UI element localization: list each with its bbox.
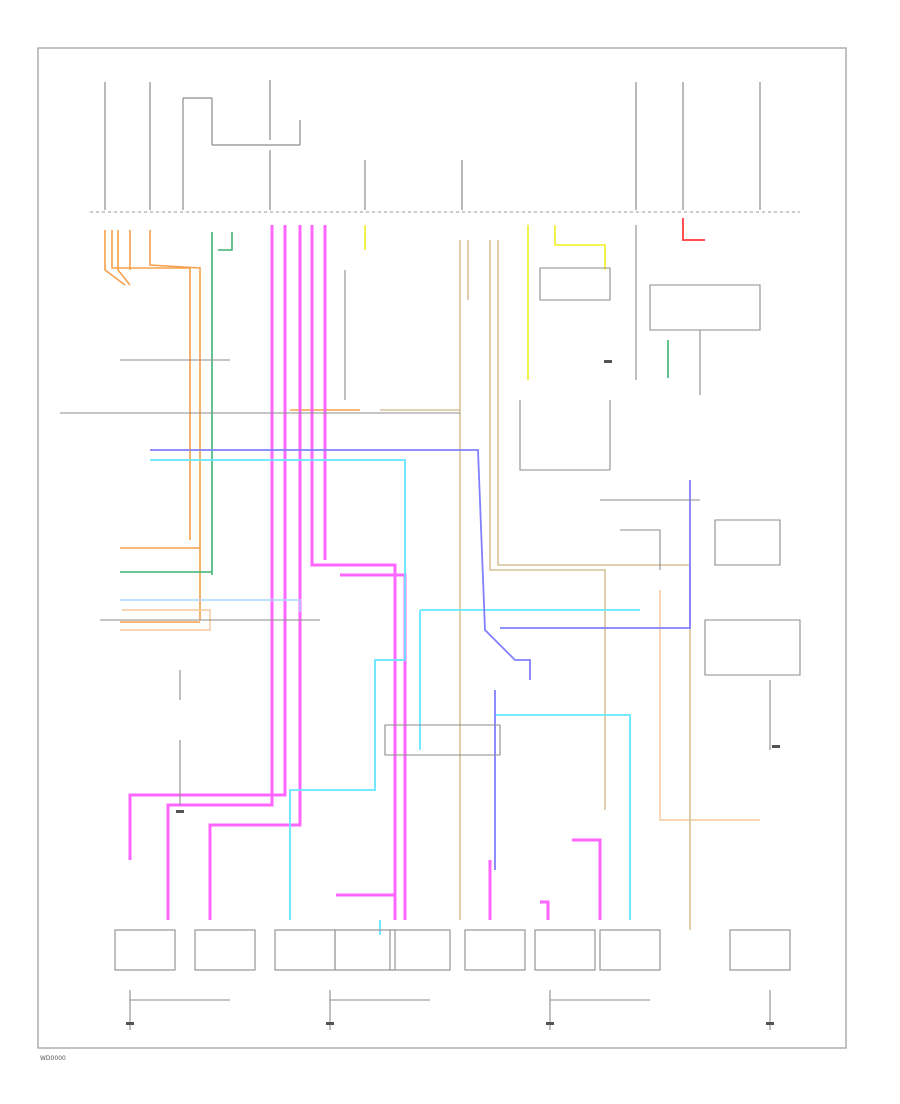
tan-wires [380, 240, 691, 930]
blue-wires [150, 449, 691, 870]
diagram-frame [37, 47, 847, 1049]
fuse-block-top [104, 80, 761, 210]
red-wire [682, 218, 705, 241]
ground-symbols [126, 360, 780, 1025]
yellow-wires [364, 225, 606, 380]
orange-wires [104, 230, 360, 623]
light-blue-wire [120, 599, 301, 612]
pink-wires [128, 225, 602, 920]
cyan-wires [150, 459, 640, 935]
diagram-code: WD0000 [40, 1055, 66, 1062]
black-wires [60, 225, 801, 805]
green-wires [120, 232, 669, 575]
bottom-components [114, 929, 791, 1030]
light-orange-wires [120, 590, 760, 821]
